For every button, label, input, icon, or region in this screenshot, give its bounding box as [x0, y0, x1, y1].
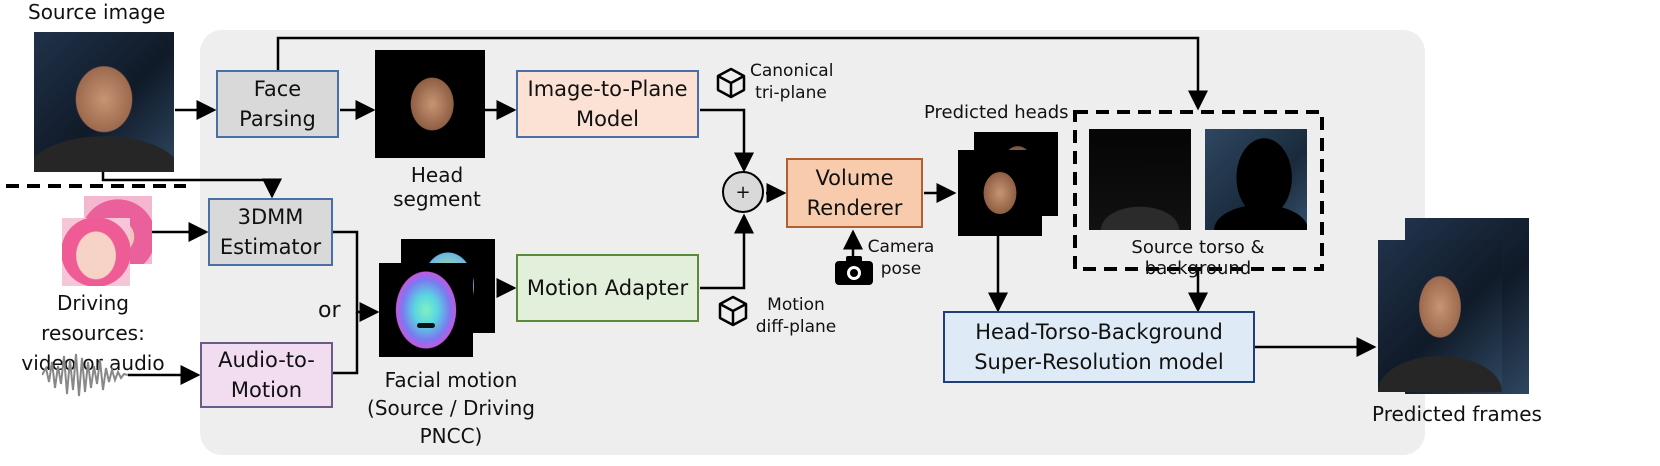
or-label: or	[318, 298, 341, 323]
torso-background-label: Source torso & background	[1131, 237, 1265, 279]
head-segment-label: Head segment	[393, 163, 481, 211]
motion-adapter-box: Motion Adapter	[516, 254, 699, 322]
predicted-head-image	[958, 150, 1042, 236]
audio-to-motion-box: Audio-to- Motion	[200, 342, 333, 408]
estimator-3dmm-box: 3DMM Estimator	[208, 198, 333, 266]
face-parsing-box: Face Parsing	[216, 70, 339, 138]
camera-pose-label: Camera pose	[867, 237, 935, 279]
pncc-mouth	[417, 323, 435, 328]
driving-face-image	[62, 218, 130, 286]
camera-icon	[835, 256, 873, 285]
canonical-tri-plane-label: Canonical tri-plane	[750, 61, 834, 103]
head-segment-image	[375, 50, 485, 158]
cube-icon	[718, 295, 748, 327]
cube-icon	[716, 67, 746, 99]
driving-resources-label: Driving resources: video or audio	[21, 291, 165, 375]
motion-diff-plane-label: Motion diff-plane	[755, 295, 837, 337]
source-torso-image	[1089, 129, 1191, 230]
predicted-heads-label: Predicted heads	[924, 102, 1069, 123]
facial-motion-label: Facial motion (Source / Driving PNCC)	[367, 368, 535, 448]
super-resolution-box: Head-Torso-Background Super-Resolution m…	[943, 311, 1255, 383]
source-image	[34, 32, 174, 172]
predicted-frames-label: Predicted frames	[1372, 402, 1542, 426]
source-pncc-image	[379, 263, 473, 357]
image-to-plane-box: Image-to-Plane Model	[516, 70, 699, 138]
source-background-image	[1205, 129, 1307, 230]
plus-circle-icon: +	[722, 171, 764, 213]
source-image-label: Source image	[28, 0, 166, 24]
audio-waveform-icon	[42, 353, 128, 397]
plus-sign: +	[735, 181, 751, 203]
predicted-frame-image	[1378, 240, 1502, 392]
volume-renderer-box: Volume Renderer	[786, 158, 923, 228]
